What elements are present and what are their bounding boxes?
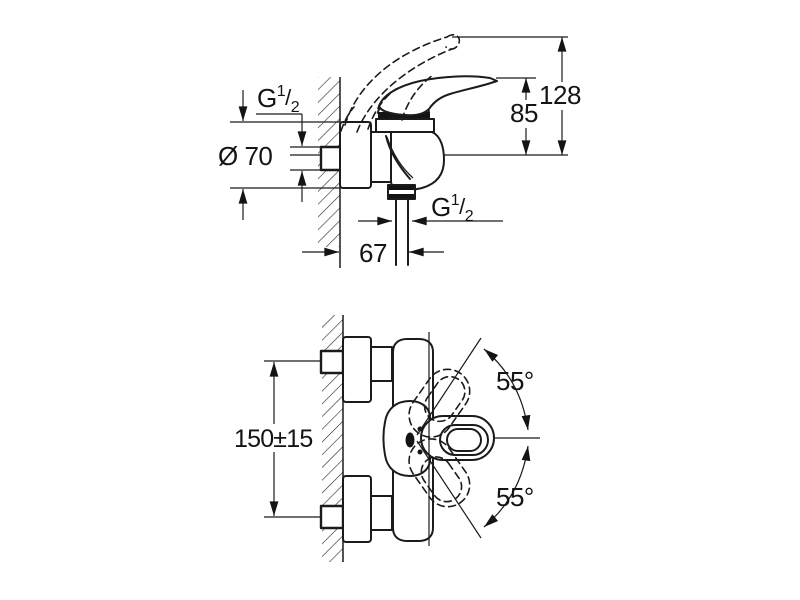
dim-depth: 67 xyxy=(302,238,444,268)
faucet-plan xyxy=(342,332,540,546)
escutcheon-top xyxy=(342,336,372,403)
phantom-tip xyxy=(445,34,461,50)
detail-dot-bottom xyxy=(417,449,423,455)
detail-spot xyxy=(405,432,415,448)
escutcheon-bottom xyxy=(342,475,372,543)
label-swivel-up: 55° xyxy=(496,366,534,396)
escutcheon xyxy=(339,121,372,189)
label-thread-wall: G1/2 xyxy=(257,83,300,116)
label-height-total: 128 xyxy=(539,80,581,110)
angle-arc-down xyxy=(483,445,531,528)
dim-escutcheon-diameter: Ø 70 xyxy=(218,90,340,220)
body-collar xyxy=(375,118,435,133)
lever-raised-phantom xyxy=(340,34,461,133)
dim-height-total: 128 xyxy=(452,36,581,155)
s-union-fitting-top xyxy=(319,349,345,375)
dim-swivel-up: 55° xyxy=(483,348,534,431)
s-union-fitting xyxy=(319,145,344,172)
phantom-base-1 xyxy=(367,88,397,130)
inlet-nut-top xyxy=(370,346,393,382)
outlet-nut-band-top xyxy=(389,186,414,190)
outlet xyxy=(387,184,416,266)
label-depth: 67 xyxy=(359,238,387,268)
label-thread-outlet: G1/2 xyxy=(431,192,474,225)
wall-hatching xyxy=(322,315,343,562)
lever-loop-inner xyxy=(446,428,482,452)
swivel-ray-down xyxy=(416,440,482,539)
label-mounting-distance: 150±15 xyxy=(234,425,312,453)
side-view: Ø 70 G1/2 128 85 G1/2 xyxy=(218,34,581,268)
outlet-nut-band-bottom xyxy=(389,194,414,198)
label-escutcheon-diameter: Ø 70 xyxy=(218,141,272,171)
dim-mounting-distance: 150±15 xyxy=(234,360,321,518)
lever-handle xyxy=(378,75,498,117)
phantom-curve-inner xyxy=(356,48,453,133)
angle-arc-up xyxy=(483,348,531,431)
dim-thread-wall: G1/2 xyxy=(256,83,321,202)
wall-section xyxy=(318,77,341,268)
phantom-base-3 xyxy=(340,106,355,132)
spout-seam-inner xyxy=(386,136,414,179)
inlet-nut-bottom xyxy=(370,495,393,531)
swivel-ray-up xyxy=(416,337,482,436)
faucet-side xyxy=(339,34,498,266)
dim-thread-outlet: G1/2 xyxy=(358,192,503,226)
spout-seam xyxy=(385,135,411,180)
phantom-loop-mid-up xyxy=(423,375,466,423)
phantom-base-2 xyxy=(401,74,434,121)
dim-swivel-down: 55° xyxy=(483,445,534,528)
label-height-lever: 85 xyxy=(510,98,538,128)
dim-height-lever: 85 xyxy=(496,77,538,155)
label-swivel-down: 55° xyxy=(496,482,534,512)
s-union-fitting-bottom xyxy=(319,504,345,530)
plan-view: 55° 55° 150±15 xyxy=(234,315,540,562)
